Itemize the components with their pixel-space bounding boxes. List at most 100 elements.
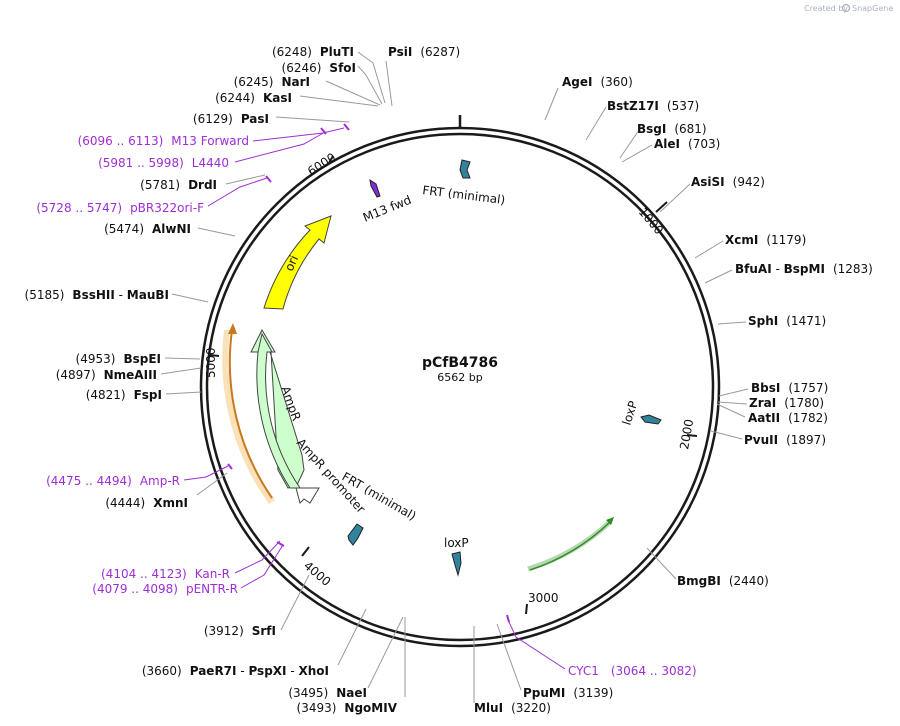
feature-loxp-right[interactable] bbox=[640, 414, 662, 425]
feature-ampr-promoter[interactable] bbox=[295, 487, 320, 504]
primer-leaders bbox=[183, 123, 566, 670]
site-position: (6248) bbox=[272, 45, 312, 59]
primer-pbr[interactable]: (5728 .. 5747)pBR322ori-F bbox=[36, 201, 204, 215]
feature-orange-arc[interactable] bbox=[228, 329, 273, 499]
site-aat[interactable]: AatII(1782) bbox=[748, 411, 828, 425]
site-leaders bbox=[160, 51, 749, 703]
site-enzyme-name: SrfI bbox=[252, 624, 276, 638]
primer-kanr[interactable]: (4104 .. 4123)Kan-R bbox=[101, 567, 230, 581]
primer-mark-ampr bbox=[227, 463, 233, 470]
site-sfo[interactable]: (6246)SfoI bbox=[282, 61, 356, 75]
primer-cyc1[interactable]: CYC1(3064 .. 3082) bbox=[568, 664, 697, 678]
backbone-inner-ring bbox=[205, 132, 715, 642]
feature-ori[interactable] bbox=[263, 215, 332, 310]
feature-frt-top[interactable] bbox=[459, 159, 471, 179]
site-enzyme-name: MauBI bbox=[127, 288, 169, 302]
primer-l4440[interactable]: (5981 .. 5998)L4440 bbox=[98, 156, 229, 170]
feature-green-arc[interactable] bbox=[529, 521, 611, 571]
site-fsp[interactable]: (4821)FspI bbox=[86, 388, 162, 402]
feature-loxp-bottom-label: loxP bbox=[444, 536, 469, 550]
leader-bstz bbox=[585, 106, 607, 141]
feature-m13-fwd[interactable] bbox=[369, 178, 381, 198]
site-sph[interactable]: SphI(1471) bbox=[748, 314, 826, 328]
site-plu[interactable]: (6248)PluTI bbox=[272, 45, 354, 59]
site-paer7[interactable]: (3660)PaeR7I - PspXI - XhoI bbox=[142, 664, 329, 678]
site-position: (3220) bbox=[511, 701, 551, 715]
leader-bfua bbox=[704, 269, 733, 284]
site-position: (6287) bbox=[420, 45, 460, 59]
primer-leader-cyc1 bbox=[507, 619, 566, 670]
site-nae[interactable]: (3495)NaeI bbox=[288, 686, 367, 700]
feature-orange-arrowhead bbox=[228, 323, 237, 334]
feature-ori-label: ori bbox=[282, 253, 301, 273]
primer-ampr[interactable]: (4475 .. 4494)Amp-R bbox=[46, 474, 180, 488]
site-position: (3139) bbox=[573, 686, 613, 700]
site-ale[interactable]: AleI(703) bbox=[654, 137, 720, 151]
snapgene-credit[interactable]: Created by SnapGene bbox=[804, 3, 893, 13]
site-enzyme-name: DrdI bbox=[188, 178, 217, 192]
site-age[interactable]: AgeI (360) bbox=[562, 75, 633, 89]
plasmid-title: pCfB4786 6562 bp bbox=[422, 355, 498, 384]
site-enzyme-name: BmgBI bbox=[677, 574, 721, 588]
feature-m13-fwd-label: M13 fwd bbox=[361, 193, 413, 225]
site-ngom[interactable]: (3493)NgoMIV bbox=[297, 701, 398, 715]
site-nme[interactable]: (4897)NmeAIII bbox=[56, 368, 157, 382]
site-position: (4821) bbox=[86, 388, 126, 402]
tick-3000 bbox=[525, 603, 528, 615]
site-position: (360) bbox=[600, 75, 632, 89]
primer-leader-m13f bbox=[252, 127, 345, 142]
site-xcm[interactable]: XcmI(1179) bbox=[725, 233, 806, 247]
site-position: - bbox=[772, 262, 784, 276]
leader-nar bbox=[325, 80, 381, 106]
feature-frt-bottom[interactable] bbox=[347, 523, 364, 546]
site-kas[interactable]: (6244)KasI bbox=[215, 91, 292, 105]
site-pas[interactable]: (6129)PasI bbox=[193, 112, 269, 126]
site-position: (1757) bbox=[788, 381, 828, 395]
site-position: (6245) bbox=[234, 75, 274, 89]
site-alwn[interactable]: (5474) AlwNI bbox=[104, 222, 191, 236]
feature-green-arrowhead bbox=[606, 517, 614, 525]
site-nar[interactable]: (6245) NarI bbox=[234, 75, 310, 89]
site-bspe[interactable]: (4953)BspEI bbox=[76, 352, 161, 366]
leader-psi bbox=[385, 60, 393, 107]
primer-m13f[interactable]: (6096 .. 6113)M13 Forward bbox=[78, 134, 249, 148]
site-bfua[interactable]: BfuAI - BspMI(1283) bbox=[735, 262, 873, 276]
site-srf[interactable]: (3912)SrfI bbox=[204, 624, 276, 638]
site-drd[interactable]: (5781)DrdI bbox=[140, 178, 217, 192]
site-mlu[interactable]: MluI(3220) bbox=[474, 701, 551, 715]
site-bstz[interactable]: BstZ17I(537) bbox=[607, 99, 699, 113]
site-psi[interactable]: PsiI(6287) bbox=[388, 45, 460, 59]
primer-pentr[interactable]: (4079 .. 4098)pENTR-R bbox=[92, 582, 238, 596]
site-ppum[interactable]: PpuMI(3139) bbox=[523, 686, 613, 700]
site-position: (4897) bbox=[56, 368, 96, 382]
leader-xcm bbox=[694, 240, 724, 259]
site-enzyme-name: NarI bbox=[281, 75, 310, 89]
site-labels-right: PsiI(6287) AgeI (360) BstZ17I(537) BsgI(6… bbox=[388, 45, 873, 715]
site-position: (1283) bbox=[833, 262, 873, 276]
feature-loxp-bottom[interactable] bbox=[451, 551, 462, 577]
plasmid-name: pCfB4786 bbox=[422, 355, 498, 371]
leader-paer7 bbox=[337, 608, 367, 666]
site-bmgb[interactable]: BmgBI(2440) bbox=[677, 574, 769, 588]
site-enzyme-name: AgeI bbox=[562, 75, 592, 89]
leader-drd bbox=[225, 174, 266, 185]
site-xmn[interactable]: (4444)XmnI bbox=[105, 496, 188, 510]
site-bbs[interactable]: BbsI(1757) bbox=[751, 381, 828, 395]
site-bsg[interactable]: BsgI(681) bbox=[637, 122, 707, 136]
site-zra[interactable]: ZraI(1780) bbox=[749, 396, 824, 410]
leader-sph bbox=[717, 321, 747, 325]
site-pvu[interactable]: PvuII(1897) bbox=[744, 433, 826, 447]
site-enzyme-name: AlwNI bbox=[152, 222, 191, 236]
feature-ampr-body bbox=[256, 332, 301, 489]
site-asis[interactable]: AsiSI(942) bbox=[691, 175, 765, 189]
leader-aat bbox=[716, 403, 746, 418]
primer-leader-kanr bbox=[234, 540, 281, 574]
feature-orange-halo bbox=[222, 330, 275, 504]
site-bsshii[interactable]: (5185)BssHII - MauBI bbox=[25, 288, 169, 302]
leader-bmgb bbox=[646, 547, 677, 580]
site-position: (5474) bbox=[104, 222, 144, 236]
primer-labels: (6096 .. 6113)M13 Forward (5981 .. 5998)… bbox=[36, 134, 696, 678]
site-position: (3493) bbox=[297, 701, 337, 715]
site-enzyme-name: NaeI bbox=[336, 686, 367, 700]
site-enzyme-name: PaeR7I bbox=[190, 664, 237, 678]
